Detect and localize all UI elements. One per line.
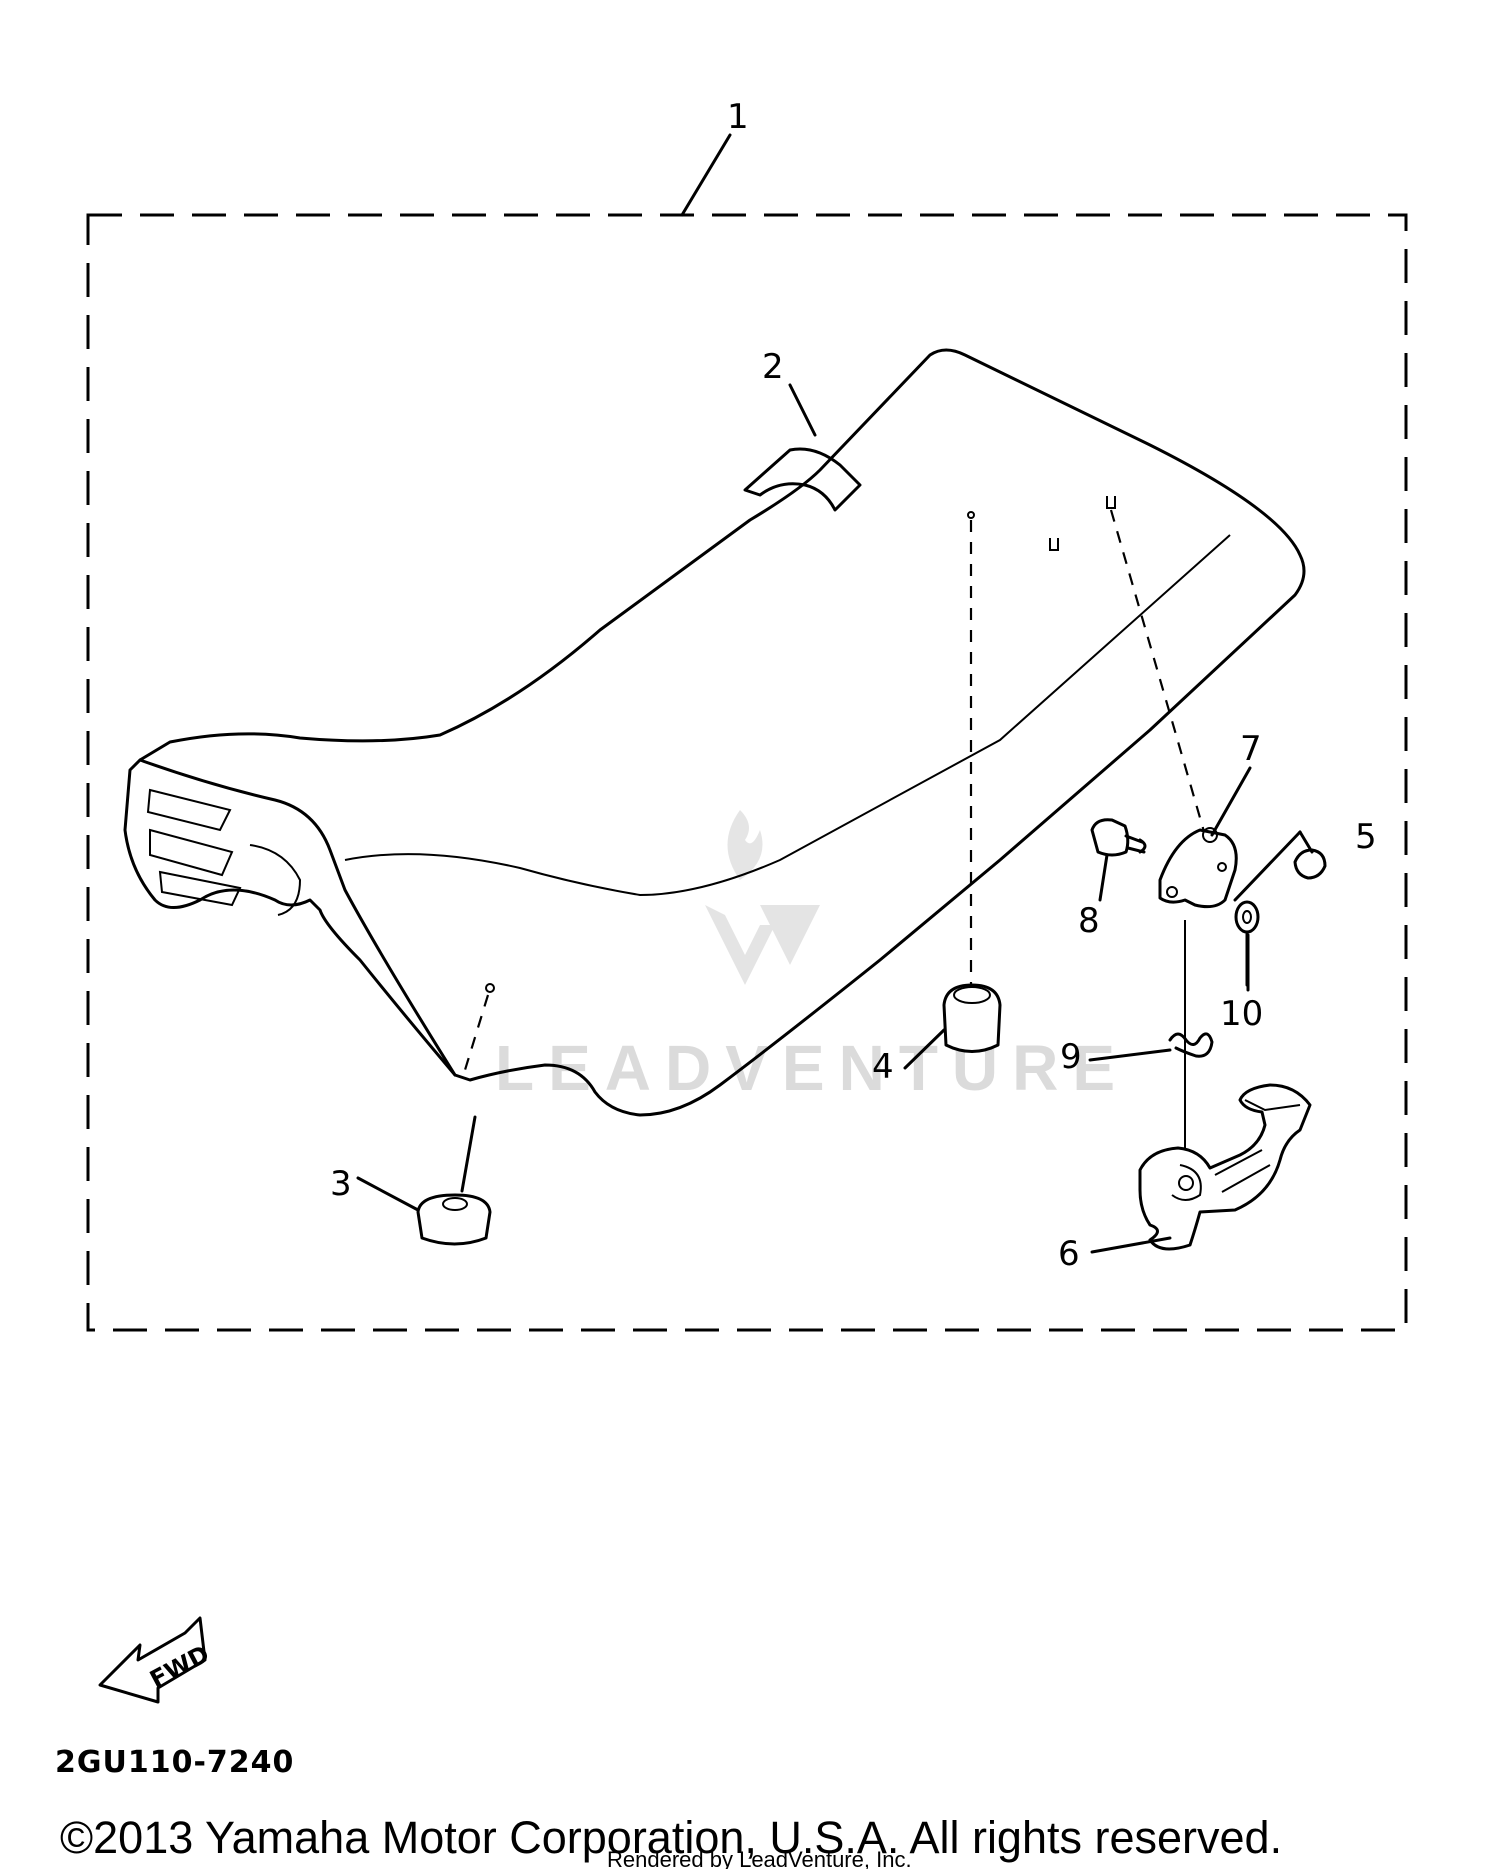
- callout-2: 2: [762, 347, 784, 387]
- leader-1: [680, 133, 732, 217]
- callout-1: 1: [727, 97, 749, 137]
- callout-3: 3: [330, 1164, 352, 1204]
- callout-7: 7: [1240, 729, 1262, 769]
- copyright-notice: ©2013 Yamaha Motor Corporation, U.S.A. A…: [60, 1812, 1282, 1863]
- kit-boundary: [86, 213, 1408, 1332]
- seat-vents: [146, 788, 302, 916]
- fwd-arrow-icon: FWD: [98, 1616, 214, 1704]
- callout-4: 4: [872, 1047, 894, 1087]
- bolt-8: [1090, 818, 1147, 857]
- rendered-by-note: Rendered by LeadVenture, Inc.: [607, 1847, 912, 1869]
- callout-8: 8: [1078, 901, 1100, 941]
- leadventure-watermark: LEADVENTURE: [495, 810, 1129, 1104]
- spring-9: [1168, 1032, 1214, 1058]
- callout-5: 5: [1355, 817, 1377, 857]
- callout-6: 6: [1058, 1234, 1080, 1274]
- seat: [123, 348, 1306, 1117]
- diagram-part-code: 2GU110-7240: [55, 1745, 294, 1780]
- nut-5: [1233, 830, 1327, 902]
- damper-4: [942, 983, 1002, 1053]
- watermark-text: LEADVENTURE: [495, 1032, 1129, 1104]
- leader-lines: [356, 383, 1252, 1254]
- seat-strap: [743, 447, 862, 512]
- bracket-7: [1158, 827, 1238, 909]
- fwd-label: FWD: [145, 1640, 214, 1694]
- damper-3: [416, 1115, 492, 1246]
- callout-10: 10: [1220, 994, 1263, 1034]
- callout-numbers: 1 2 3 4 5 6 7 8 9 10: [330, 97, 1377, 1274]
- lock-lever-6: [1138, 1083, 1312, 1251]
- callout-9: 9: [1060, 1037, 1082, 1077]
